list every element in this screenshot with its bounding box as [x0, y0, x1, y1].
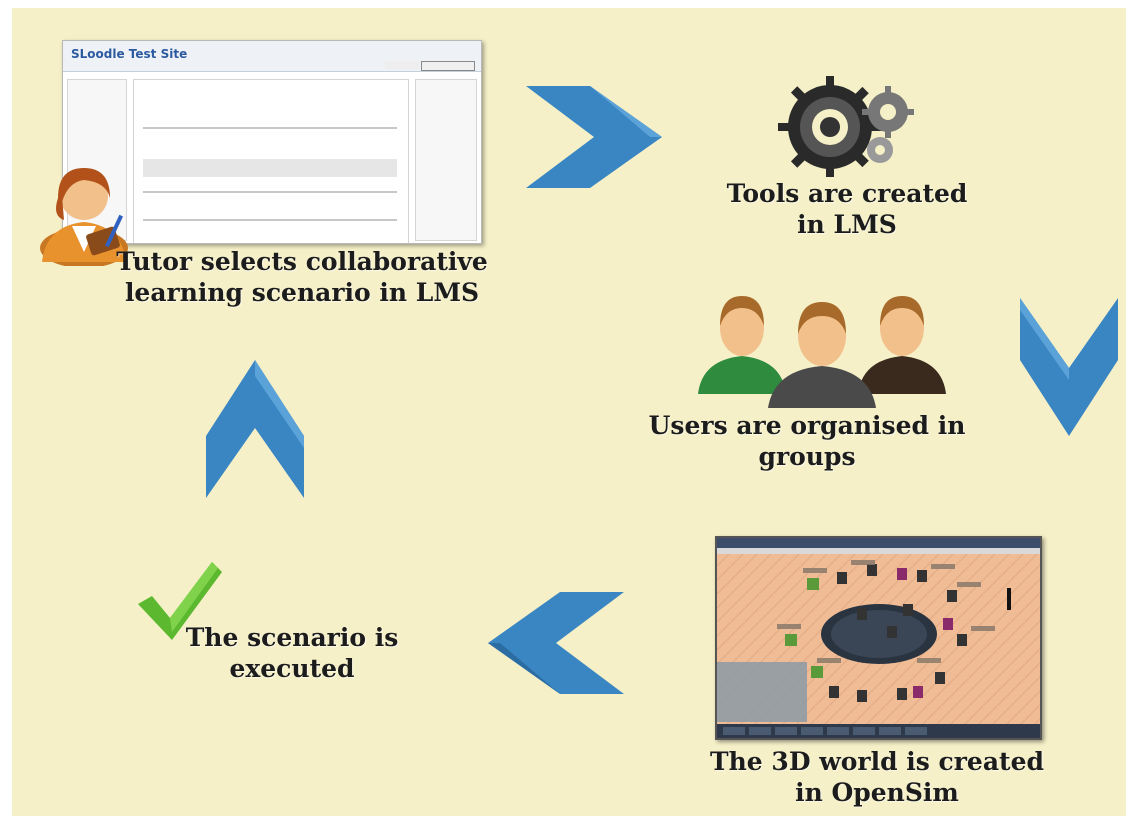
diagram-canvas: SLoodle Test Site Tutor selects collabor…	[12, 8, 1126, 816]
tutor-icon	[40, 168, 128, 266]
caption-executed: The scenario is executed	[185, 623, 399, 683]
arrow-up	[206, 360, 304, 498]
lms-site-title: SLoodle Test Site	[71, 47, 188, 61]
arrow-down	[1020, 298, 1118, 436]
caption-world: The 3D world is created in OpenSim	[710, 747, 1044, 807]
lms-right-column	[415, 79, 477, 241]
lms-header: SLoodle Test Site	[63, 41, 481, 72]
opensim-screenshot	[715, 536, 1042, 740]
gears-icon	[778, 76, 914, 177]
caption-users: Users are organised in groups	[648, 411, 966, 471]
arrow-right	[526, 86, 662, 188]
arrow-left	[488, 592, 624, 694]
caption-tools: Tools are created in LMS	[726, 179, 968, 239]
checkmark-icon	[138, 562, 222, 640]
caption-tutor: Tutor selects collaborative learning sce…	[116, 247, 488, 307]
users-group-icon	[698, 296, 946, 408]
lms-screenshot: SLoodle Test Site	[62, 40, 482, 244]
